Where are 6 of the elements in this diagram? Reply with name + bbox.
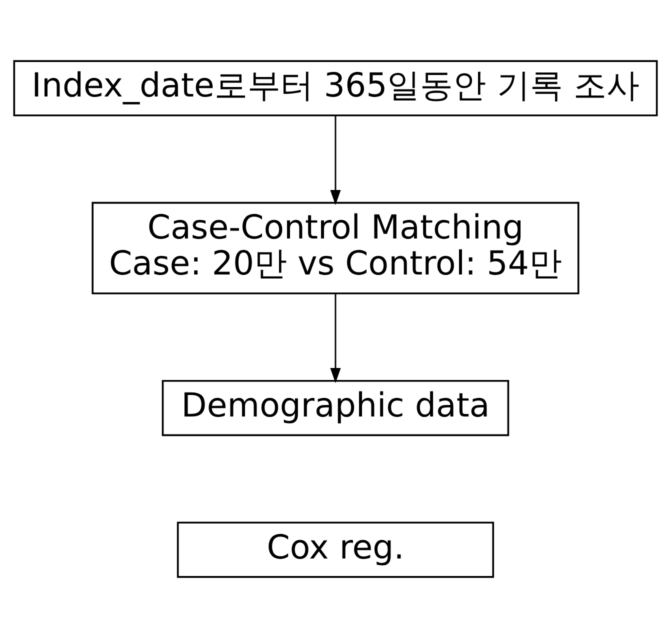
node-box: Cox reg. <box>176 521 494 578</box>
node-box: Case-Control Matching Case: 20만 vs Control: 54만 <box>92 201 580 294</box>
arrow <box>330 293 341 383</box>
node-box: Index_date로부터 365일동안 기록 조사 <box>13 60 658 116</box>
arrow <box>330 115 341 205</box>
node-box: Demographic data <box>162 379 510 436</box>
